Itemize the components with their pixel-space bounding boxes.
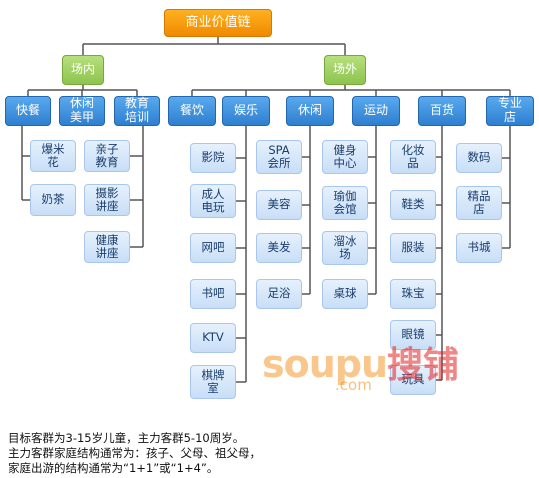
leaf-chess-room: 棋牌 室 [190,365,236,399]
caption-line-3: 家庭出游的结构通常为“1+1”或“1+4”。 [8,461,219,475]
leaf-billiards: 桌球 [322,279,368,309]
category-department-store: 百货 [418,96,466,126]
leaf-cosmetics: 化妆 品 [390,140,436,174]
caption-line-1: 目标客群为3-15岁儿童，主力客群5-10周岁。 [8,431,245,445]
leaf-toys: 玩具 [390,365,436,395]
leaf-hair: 美发 [256,233,302,263]
leaf-boutique: 精品 店 [456,186,502,220]
leaf-health-lecture: 健康 讲座 [84,231,130,263]
leaf-arcade: 成人 电玩 [190,184,236,218]
leaf-glasses: 眼镜 [390,320,436,350]
leaf-digital: 数码 [456,143,502,173]
leaf-foot-bath: 足浴 [256,279,302,309]
leaf-popcorn: 爆米 花 [30,140,76,172]
branch-outside: 场外 [324,55,366,85]
leaf-shoes: 鞋类 [390,190,436,220]
leaf-clothing: 服装 [390,233,436,263]
soupu-watermark-logo: soupu搜铺 .com [262,342,460,394]
leaf-bookstore: 书城 [456,233,502,263]
leaf-parenting-education: 亲子 教育 [84,140,130,172]
leaf-gym: 健身 中心 [322,140,368,174]
leaf-ice-rink: 溜冰 场 [322,231,368,265]
branch-inside: 场内 [62,55,104,85]
root-node: 商业价值链 [164,9,272,37]
category-sports: 运动 [352,96,400,126]
leaf-yoga: 瑜伽 会馆 [322,186,368,220]
leaf-book-bar: 书吧 [190,279,236,309]
caption-line-2: 主力客群家庭结构通常为：孩子、父母、祖父母， [8,446,261,460]
leaf-photography-lecture: 摄影 讲座 [84,184,130,216]
category-leisure: 休闲 [286,96,334,126]
leaf-spa: SPA 会所 [256,140,302,174]
leaf-cinema: 影院 [190,143,236,173]
leaf-internet-cafe: 网吧 [190,233,236,263]
category-fastfood: 快餐 [5,96,51,126]
leaf-milk-tea: 奶茶 [30,184,76,216]
category-dining: 餐饮 [168,96,216,126]
category-leisure-nails: 休闲 美甲 [59,96,105,126]
category-entertainment: 娱乐 [222,96,270,126]
leaf-jewelry: 珠宝 [390,279,436,309]
leaf-beauty: 美容 [256,190,302,220]
leaf-ktv: KTV [190,323,236,353]
category-education: 教育 培训 [114,96,160,126]
category-specialty-store: 专业 店 [486,96,534,126]
